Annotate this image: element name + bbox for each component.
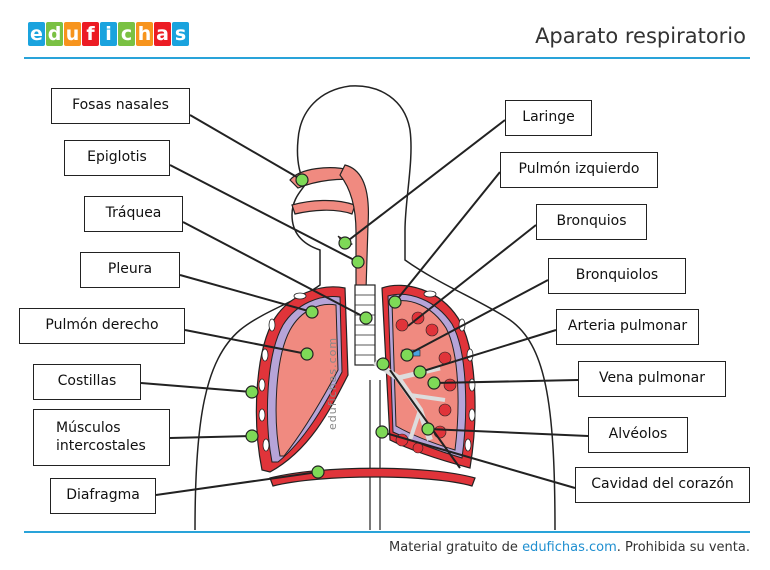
logo-letter: i: [100, 22, 117, 46]
label-bronquiolos: Bronquiolos: [548, 258, 686, 294]
marker-costillas: [245, 385, 259, 399]
logo-letter: h: [136, 22, 153, 46]
marker-vena: [427, 376, 441, 390]
oral-cavity: [291, 199, 356, 215]
marker-pulmon-derecho: [300, 347, 314, 361]
label-costillas: Costillas: [33, 364, 141, 400]
watermark-text: edufichas.com: [326, 336, 339, 430]
marker-musculos: [245, 429, 259, 443]
logo-letter: s: [172, 22, 189, 46]
footer-divider: [24, 531, 750, 533]
marker-bronquios: [376, 357, 390, 371]
label-musculos-intercostales: Músculos intercostales: [33, 409, 170, 466]
footer-suffix: . Prohibida su venta.: [616, 540, 750, 555]
body-outline: [194, 85, 556, 531]
edufichas-logo: e d u f i c h a s: [28, 22, 189, 46]
logo-letter: c: [118, 22, 135, 46]
marker-cavidad: [375, 425, 389, 439]
label-pleura: Pleura: [80, 252, 180, 288]
footer-prefix: Material gratuito de: [389, 540, 518, 555]
label-traquea: Tráquea: [84, 196, 183, 232]
label-markers: [245, 173, 441, 479]
marker-traquea: [359, 311, 373, 325]
footer-brand-link[interactable]: edufichas.com: [522, 540, 617, 555]
footer-notice: Material gratuito de edufichas.com. Proh…: [389, 540, 750, 555]
label-pulmon-derecho: Pulmón derecho: [19, 308, 185, 344]
marker-pulmon-izquierdo: [388, 295, 402, 309]
marker-pleura: [305, 305, 319, 319]
marker-laringe: [338, 236, 352, 250]
marker-alveolos: [421, 422, 435, 436]
label-vena-pulmonar: Vena pulmonar: [578, 361, 726, 397]
label-laringe: Laringe: [505, 100, 592, 136]
logo-letter: a: [154, 22, 171, 46]
marker-epiglotis: [351, 255, 365, 269]
label-diafragma: Diafragma: [50, 478, 156, 514]
label-cavidad-corazon: Cavidad del corazón: [575, 467, 750, 503]
marker-arteria: [413, 365, 427, 379]
page-title: Aparato respiratorio: [535, 24, 746, 48]
marker-bronquiolos: [400, 348, 414, 362]
label-arteria-pulmonar: Arteria pulmonar: [556, 309, 699, 345]
leader-lines: [140, 114, 589, 496]
marker-fosas-nasales: [295, 173, 309, 187]
logo-letter: f: [82, 22, 99, 46]
marker-diafragma: [311, 465, 325, 479]
header-divider: [24, 57, 750, 59]
ribs-right: [423, 290, 476, 452]
ribs-left: [258, 292, 307, 452]
label-pulmon-izquierdo: Pulmón izquierdo: [500, 152, 658, 188]
logo-letter: e: [28, 22, 45, 46]
label-epiglotis: Epiglotis: [64, 140, 170, 176]
logo-letter: u: [64, 22, 81, 46]
label-bronquios: Bronquios: [536, 204, 647, 240]
label-fosas-nasales: Fosas nasales: [51, 88, 190, 124]
trachea-rings: [355, 294, 375, 356]
diaphragm-shape: [269, 467, 476, 487]
label-alveolos: Alvéolos: [588, 417, 688, 453]
logo-letter: d: [46, 22, 63, 46]
